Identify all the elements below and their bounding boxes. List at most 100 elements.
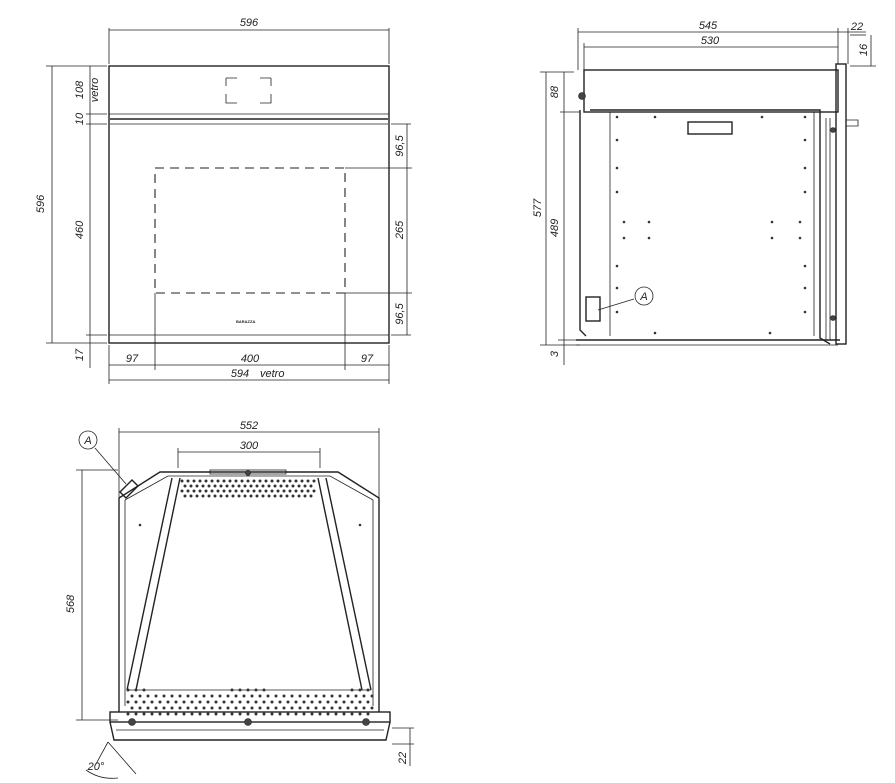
vent-hole xyxy=(158,700,162,704)
vent-hole xyxy=(195,484,199,488)
vent-hole xyxy=(228,489,232,493)
vent-hole xyxy=(310,700,314,704)
side-callout-label: A xyxy=(639,291,647,303)
vent-hole xyxy=(258,479,262,483)
vent-hole xyxy=(142,700,146,704)
vent-hole xyxy=(192,489,196,493)
vent-hole xyxy=(282,706,286,710)
vent-hole xyxy=(198,489,202,493)
vent-hole xyxy=(318,712,322,716)
vent-hole xyxy=(366,688,370,692)
vent-hole xyxy=(334,700,338,704)
top-door-lower xyxy=(109,721,391,741)
vent-hole xyxy=(294,700,298,704)
vent-hole xyxy=(206,700,210,704)
vent-hole xyxy=(282,489,286,493)
vent-hole xyxy=(264,489,268,493)
vent-hole xyxy=(338,706,342,710)
vent-hole xyxy=(362,706,366,710)
vent-hole xyxy=(302,712,306,716)
vent-hole xyxy=(238,700,242,704)
vent-hole xyxy=(294,479,298,483)
vent-hole xyxy=(243,494,247,498)
vent-hole xyxy=(350,688,354,692)
vent-hole xyxy=(186,706,190,710)
vent-hole xyxy=(294,489,298,493)
vent-hole xyxy=(182,712,186,716)
vent-hole xyxy=(288,489,292,493)
vent-hole xyxy=(186,694,190,698)
dim-vent-300: 300 xyxy=(240,440,259,452)
vent-hole xyxy=(370,694,374,698)
vent-hole xyxy=(282,479,286,483)
vent-hole xyxy=(170,694,174,698)
vent-hole xyxy=(240,479,244,483)
vent-hole xyxy=(282,694,286,698)
vent-hole xyxy=(130,706,134,710)
vent-hole xyxy=(170,706,174,710)
vent-hole xyxy=(190,700,194,704)
vent-hole xyxy=(300,479,304,483)
vent-hole xyxy=(326,712,330,716)
top-left-rail xyxy=(126,477,181,691)
vent-hole xyxy=(294,712,298,716)
vent-hole xyxy=(158,712,162,716)
vent-hole xyxy=(218,694,222,698)
vent-hole xyxy=(264,479,268,483)
vent-hole xyxy=(306,489,310,493)
vent-hole xyxy=(312,479,316,483)
vent-hole xyxy=(366,712,370,716)
vent-hole xyxy=(266,706,270,710)
vent-hole xyxy=(186,479,190,483)
dim-width-552: 552 xyxy=(240,420,258,432)
top-component-a xyxy=(119,479,139,499)
side-holes xyxy=(615,115,807,335)
vent-hole xyxy=(237,484,241,488)
vent-hole xyxy=(204,489,208,493)
vent-hole xyxy=(298,694,302,698)
vent-hole xyxy=(276,479,280,483)
vent-hole xyxy=(218,706,222,710)
vent-hole xyxy=(186,489,190,493)
dim-margin-left-97: 97 xyxy=(126,353,139,365)
vent-hole xyxy=(214,712,218,716)
vent-hole xyxy=(183,494,187,498)
vent-hole xyxy=(270,700,274,704)
vent-hole xyxy=(154,694,158,698)
dim-panel-note: vetro xyxy=(89,78,101,102)
vent-hole xyxy=(246,489,250,493)
dim-glass-594: 594 xyxy=(231,368,249,380)
dim-gap-10: 10 xyxy=(74,112,86,125)
vent-hole xyxy=(246,688,250,692)
vent-hole xyxy=(298,706,302,710)
vent-hole xyxy=(279,484,283,488)
dim-win-bottom: 96,5 xyxy=(394,302,406,324)
vent-hole xyxy=(201,484,205,488)
vent-hole xyxy=(242,694,246,698)
vent-hole xyxy=(342,700,346,704)
vent-hole xyxy=(230,712,234,716)
vent-hole xyxy=(216,479,220,483)
vent-hole xyxy=(249,494,253,498)
vent-hole xyxy=(189,494,193,498)
dim-panel-108: 108 xyxy=(74,80,86,99)
vent-hole xyxy=(231,484,235,488)
vent-hole xyxy=(222,479,226,483)
dim-depth-568: 568 xyxy=(65,594,77,613)
vent-hole xyxy=(334,712,338,716)
vent-hole xyxy=(180,479,184,483)
vent-hole xyxy=(300,489,304,493)
dim-window-400: 400 xyxy=(241,353,260,365)
vent-hole xyxy=(198,712,202,716)
vent-hole xyxy=(174,700,178,704)
vent-hole xyxy=(302,700,306,704)
vent-hole xyxy=(146,706,150,710)
dim-front-22: 22 xyxy=(850,21,863,33)
vent-hole xyxy=(286,712,290,716)
vent-hole xyxy=(126,700,130,704)
vent-hole xyxy=(219,484,223,488)
vent-hole xyxy=(358,688,362,692)
vent-hole xyxy=(225,484,229,488)
vent-hole xyxy=(138,694,142,698)
